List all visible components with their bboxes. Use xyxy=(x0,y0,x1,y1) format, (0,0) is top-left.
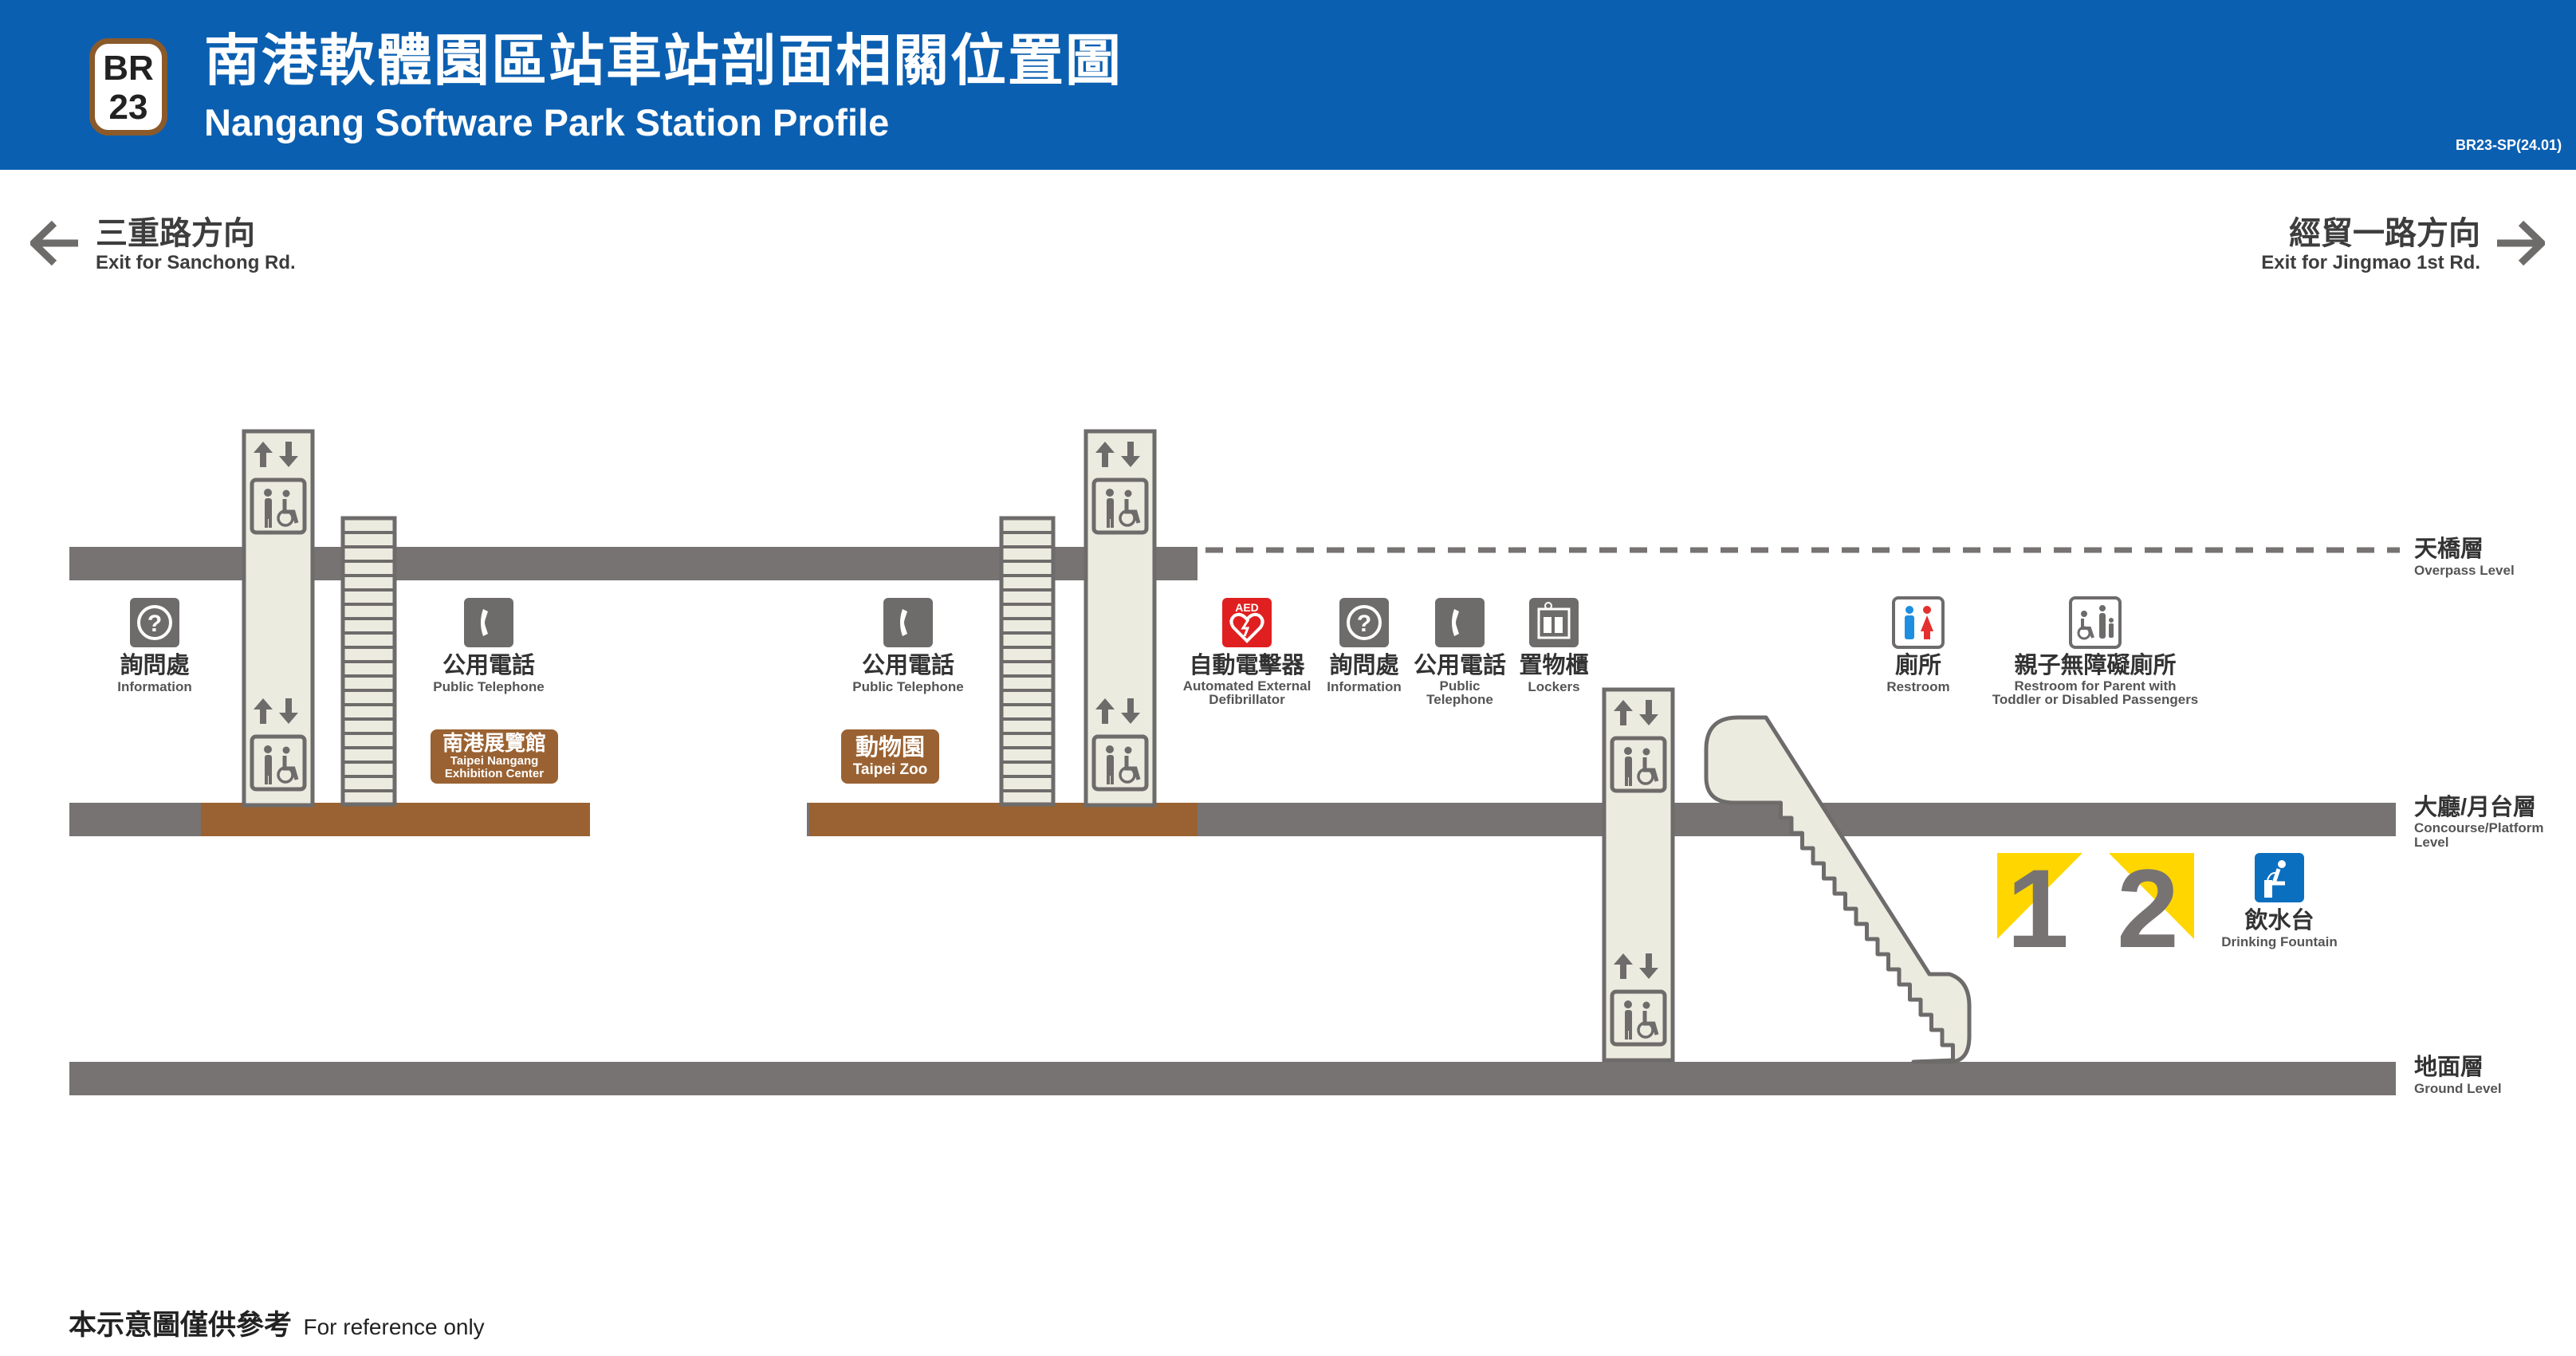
left-direction-zh: 三重路方向 xyxy=(96,216,255,251)
zoo-sign-text: 動物園 Taipei Zoo xyxy=(841,734,939,779)
elevator-right[interactable] xyxy=(1602,687,1675,1063)
drinking-fountain-label: 飲水台 Drinking Fountain xyxy=(2200,907,2359,950)
left-direction-en: Exit for Sanchong Rd. xyxy=(96,252,296,273)
page-subtitle: Nangang Software Park Station Profile xyxy=(204,101,890,143)
right-direction-zh: 經貿一路方向 xyxy=(2289,216,2480,251)
nangang-exhibition-center-sign xyxy=(431,729,558,784)
svg-text:?: ? xyxy=(147,611,162,637)
drinking-fountain-icon xyxy=(2255,853,2304,902)
information-right-zh: 詢問處 xyxy=(1329,653,1399,678)
footer-note: 本示意圖僅供參考 For reference only xyxy=(69,1303,485,1343)
overpass-level-zh: 天橋層 xyxy=(2414,537,2484,562)
track-bridge-left xyxy=(201,803,590,836)
stairs-left[interactable] xyxy=(340,516,397,807)
taipei-zoo-sign xyxy=(841,729,939,784)
information-label-left: 詢問處 Information xyxy=(75,652,234,695)
family-restroom-en-line2: Toddler or Disabled Passengers xyxy=(1992,692,2199,707)
concourse-level-label: 大廳/月台層 Concourse/Platform Level xyxy=(2414,794,2543,850)
telephone-label-left: 公用電話 Public Telephone xyxy=(409,652,568,695)
family-restroom-zh: 親子無障礙廁所 xyxy=(2014,653,2177,678)
aed-label: 自動電擊器 Automated External Defibrillator xyxy=(1167,652,1327,706)
ground-floor xyxy=(69,1062,2396,1095)
page-title: 南港軟體園區站車站剖面相關位置圖 xyxy=(204,29,1123,92)
telephone-icon xyxy=(464,598,513,647)
lockers-label: 置物櫃 Lockers xyxy=(1510,652,1598,695)
badge-line-name: BR xyxy=(103,49,154,88)
concourse-level-en-line2: Level xyxy=(2414,835,2449,850)
telephone-right-en-line1: Public xyxy=(1439,678,1481,694)
aed-badge-text: AED xyxy=(1235,601,1259,614)
information-right-en: Information xyxy=(1327,679,1402,694)
escalator[interactable] xyxy=(1704,715,1972,1064)
lockers-zh: 置物櫃 xyxy=(1519,653,1589,678)
expo-sign-en-line2: Exhibition Center xyxy=(444,767,545,780)
restroom-label: 廁所 Restroom xyxy=(1858,652,1978,695)
aed-en-line1: Automated External xyxy=(1182,678,1312,694)
track-bridge-right xyxy=(809,803,1198,836)
information-left-en: Information xyxy=(117,679,192,694)
left-arrow-icon xyxy=(30,220,78,266)
platform-1-marker: 1 xyxy=(1997,846,2082,971)
ground-level-zh: 地面層 xyxy=(2414,1055,2484,1080)
lockers-en: Lockers xyxy=(1528,679,1580,694)
svg-text:?: ? xyxy=(1357,611,1371,637)
elevator-middle[interactable] xyxy=(1083,429,1157,808)
telephone-right-en-line2: Telephone xyxy=(1426,692,1493,707)
information-icon: ? xyxy=(130,598,179,647)
concourse-level-zh: 大廳/月台層 xyxy=(2414,795,2537,820)
ground-level-label: 地面層 Ground Level xyxy=(2414,1054,2502,1097)
restroom-zh: 廁所 xyxy=(1894,653,1941,678)
telephone-icon xyxy=(1435,598,1485,647)
aed-icon: AED xyxy=(1222,598,1272,647)
telephone-middle-en: Public Telephone xyxy=(852,679,964,694)
telephone-right-zh: 公用電話 xyxy=(1413,653,1506,678)
platform-2-marker: 2 xyxy=(2109,846,2194,971)
telephone-label-middle: 公用電話 Public Telephone xyxy=(828,652,988,695)
ground-level-en: Ground Level xyxy=(2414,1081,2502,1096)
stairs-middle[interactable] xyxy=(999,516,1056,807)
information-label-right: 詢問處 Information xyxy=(1324,652,1404,695)
zoo-sign-en: Taipei Zoo xyxy=(852,761,928,778)
lockers-icon xyxy=(1529,598,1579,647)
footer-note-en: For reference only xyxy=(303,1315,485,1339)
expo-sign-text: 南港展覽館 Taipei Nangang Exhibition Center xyxy=(431,731,558,780)
information-icon: ? xyxy=(1339,598,1389,647)
right-arrow-icon xyxy=(2497,220,2545,266)
aed-zh: 自動電擊器 xyxy=(1189,653,1305,678)
footer-note-zh: 本示意圖僅供參考 xyxy=(69,1310,293,1341)
information-left-zh: 詢問處 xyxy=(120,653,190,678)
restroom-en: Restroom xyxy=(1886,679,1950,694)
expo-sign-en-line1: Taipei Nangang xyxy=(450,754,539,768)
family-restroom-en-line1: Restroom for Parent with xyxy=(2014,678,2177,694)
drinking-fountain-en: Drinking Fountain xyxy=(2221,934,2338,949)
overpass-level-en: Overpass Level xyxy=(2414,563,2515,578)
telephone-left-zh: 公用電話 xyxy=(442,653,535,678)
right-direction-en: Exit for Jingmao 1st Rd. xyxy=(2261,252,2480,273)
drinking-fountain-zh: 飲水台 xyxy=(2244,908,2314,933)
telephone-label-right: 公用電話 Public Telephone xyxy=(1412,652,1508,706)
aed-en-line2: Defibrillator xyxy=(1209,692,1285,707)
restroom-icon xyxy=(1892,596,1945,649)
header-banner xyxy=(0,0,2576,170)
expo-sign-zh: 南港展覽館 xyxy=(442,731,546,755)
map-code: BR23-SP(24.01) xyxy=(2456,137,2562,153)
telephone-icon xyxy=(883,598,933,647)
concourse-level-en-line1: Concourse/Platform xyxy=(2414,820,2544,835)
family-restroom-label: 親子無障礙廁所 Restroom for Parent with Toddler… xyxy=(1976,652,2215,706)
elevator-left[interactable] xyxy=(242,429,315,808)
badge-line-number: 23 xyxy=(108,88,148,127)
right-direction-label: 經貿一路方向 Exit for Jingmao 1st Rd. xyxy=(2261,215,2480,274)
platform-2-number: 2 xyxy=(2117,846,2179,971)
family-restroom-icon xyxy=(2069,596,2122,649)
platform-1-number: 1 xyxy=(2007,846,2069,971)
overpass-level-label: 天橋層 Overpass Level xyxy=(2414,536,2515,579)
telephone-middle-zh: 公用電話 xyxy=(861,653,954,678)
zoo-sign-zh: 動物園 xyxy=(855,735,925,761)
station-code-badge: BR 23 xyxy=(89,38,167,136)
telephone-left-en: Public Telephone xyxy=(433,679,545,694)
left-direction-label: 三重路方向 Exit for Sanchong Rd. xyxy=(96,215,296,274)
